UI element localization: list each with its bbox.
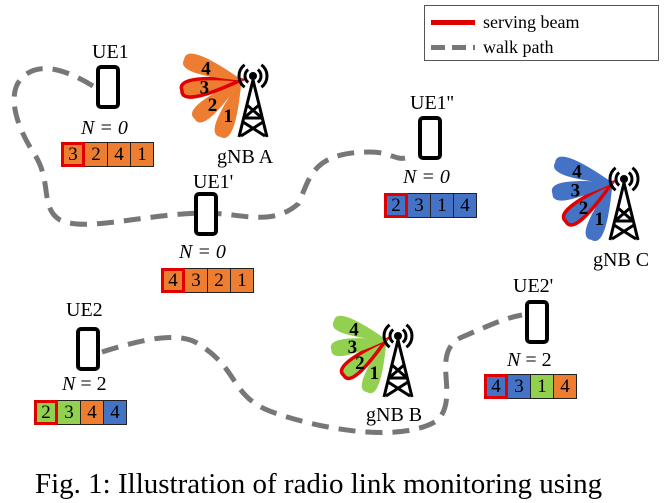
phone-icon [525, 300, 549, 344]
walk-path-swatch [431, 45, 475, 50]
beam-cell: 1 [230, 268, 254, 293]
beam-cell: 2 [207, 268, 231, 293]
beam-lobe [192, 78, 243, 123]
legend-walk-path-label: walk path [483, 37, 554, 57]
phone-icon [418, 116, 442, 160]
beam-number: 1 [595, 209, 605, 230]
beam-lobe [585, 181, 613, 242]
beam-lobe [361, 338, 387, 394]
beam-cell: 1 [130, 142, 154, 167]
legend-item-walk-path: walk path [431, 37, 553, 58]
ue1-double-prime-label: UE1'' [410, 92, 454, 114]
beam-lobe [339, 335, 392, 381]
beam-number: 1 [370, 363, 380, 384]
beam-lobe [551, 181, 614, 201]
ue2-prime-n-value: N = 2 [507, 349, 552, 371]
beam-lobe [179, 76, 248, 99]
phone-icon [194, 192, 218, 236]
beam-number: 2 [355, 353, 365, 374]
beam-cell: 3 [61, 142, 85, 167]
beam-cell: 1 [530, 374, 554, 399]
beam-cell: 3 [407, 193, 431, 218]
beam-cell: 4 [553, 374, 577, 399]
beam-number: 3 [571, 180, 581, 201]
beam-cell: 4 [453, 193, 477, 218]
ue2-label: UE2 [66, 299, 103, 321]
gnb-b-label: gNB B [366, 404, 423, 426]
beam-lobe [561, 178, 618, 227]
ue2-prime-label: UE2' [513, 275, 554, 297]
beam-cell: 3 [57, 400, 81, 425]
beam-lobe [330, 338, 388, 357]
phone-icon [96, 65, 120, 109]
beam-cell: 4 [80, 400, 104, 425]
phone-icon [76, 327, 100, 371]
beam-number: 3 [348, 337, 358, 358]
legend: serving beam walk path [424, 5, 659, 61]
beam-cell: 4 [107, 142, 131, 167]
beam-lobe [214, 78, 242, 139]
beam-cell: 2 [84, 142, 108, 167]
beam-number: 4 [349, 319, 359, 340]
figure-caption: Fig. 1: Illustration of radio link monit… [35, 468, 603, 500]
beam-number: 2 [208, 95, 218, 116]
beam-cell: 3 [184, 268, 208, 293]
beam-number: 1 [224, 106, 234, 127]
serving-beam-swatch [431, 20, 475, 25]
beam-number: 2 [579, 198, 589, 219]
ue1-label: UE1 [92, 41, 129, 63]
legend-serving-beam-label: serving beam [483, 12, 580, 32]
beam-lobe [182, 53, 243, 81]
beam-lobe [332, 315, 388, 341]
ue2-n-value: N = 2 [62, 373, 107, 395]
beam-number: 4 [201, 58, 211, 79]
beam-number: 3 [200, 77, 210, 98]
beam-cell: 4 [484, 374, 508, 399]
beam-cell: 2 [34, 400, 58, 425]
beam-number: 4 [572, 161, 582, 182]
ue1-double-prime-n-value: N = 0 [403, 166, 450, 188]
gnb-a-label: gNB A [217, 146, 274, 168]
ue1-n-value: N = 0 [81, 117, 128, 139]
beam-cell: 4 [161, 268, 185, 293]
walk-path-ue2 [101, 312, 523, 435]
beam-cell: 2 [384, 193, 408, 218]
gnb-c-label: gNB C [593, 249, 650, 271]
beam-cell: 4 [103, 400, 127, 425]
ue1-prime-label: UE1' [193, 171, 234, 193]
beam-lobe [553, 156, 614, 184]
walk-path-ue1 [11, 66, 406, 227]
ue1-prime-n-value: N = 0 [179, 241, 226, 263]
beam-cell: 1 [430, 193, 454, 218]
legend-item-serving-beam: serving beam [431, 12, 579, 33]
beam-cell: 3 [507, 374, 531, 399]
